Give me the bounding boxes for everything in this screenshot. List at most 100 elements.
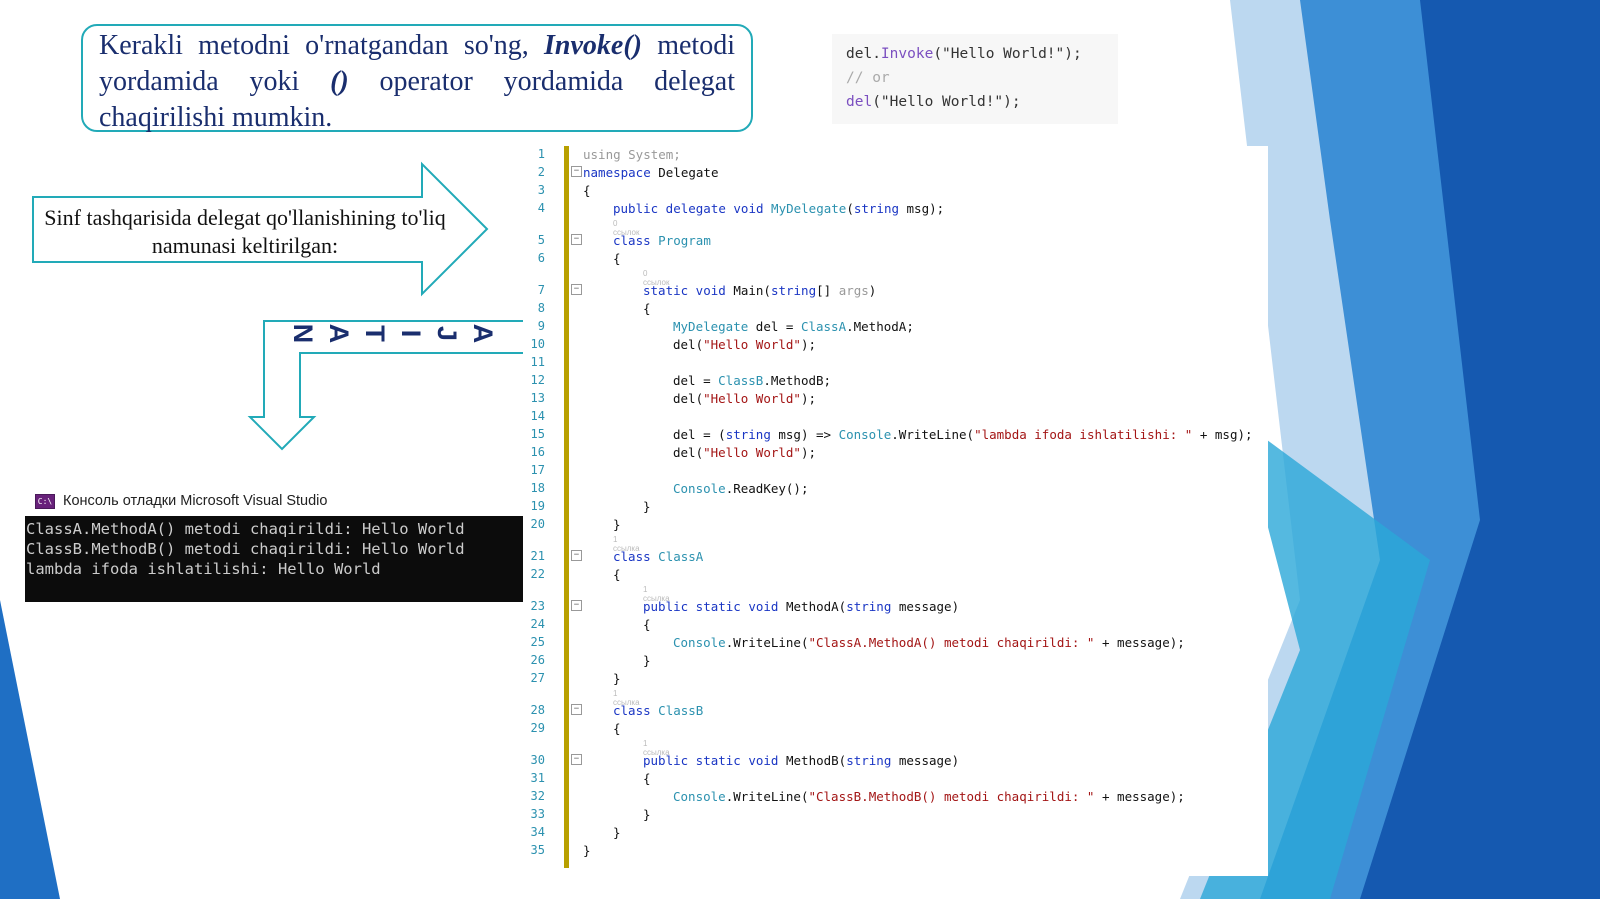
callout-text-1: Kerakli metodni o'rnatgandan so'ng,: [99, 30, 545, 61]
line-number: 15: [530, 427, 545, 441]
identifier: del(: [673, 445, 704, 460]
line-number: 35: [530, 843, 545, 857]
console-titlebar[interactable]: C:\ Консоль отладки Microsoft Visual Stu…: [25, 486, 525, 516]
line-number: 6: [537, 251, 545, 265]
identifier: .MethodB;: [763, 373, 832, 388]
fold-toggle-icon[interactable]: −: [571, 704, 582, 715]
callout-invoke: Invoke(): [544, 30, 642, 61]
type-name: ClassA: [650, 549, 704, 564]
snippet-del: del: [846, 94, 873, 110]
line-number: 23: [530, 599, 545, 613]
code-line-28: class ClassB: [613, 703, 703, 718]
identifier: del = (: [673, 427, 726, 442]
keyword: namespace: [583, 165, 651, 180]
callout-text-3: operator yordamida delegat chaqirilishi …: [99, 66, 735, 133]
references-hint[interactable]: 1 ссылка: [643, 739, 670, 757]
line-number: 7: [537, 283, 545, 297]
line-number: 21: [530, 549, 545, 563]
code-line-27: }: [613, 671, 621, 686]
identifier: .ReadKey();: [725, 481, 809, 496]
right-deco-shape-dark: [1360, 0, 1600, 899]
console-icon: C:\: [35, 493, 55, 509]
line-number: 2: [537, 165, 545, 179]
line-number: 12: [530, 373, 545, 387]
callout-operator: (): [330, 66, 349, 97]
code-line-19: }: [643, 499, 651, 514]
type-name: Console: [673, 635, 726, 650]
identifier: + msg);: [1192, 427, 1253, 442]
identifier: MethodA(: [778, 599, 847, 614]
identifier: message): [891, 753, 960, 768]
type-name: Console: [673, 481, 726, 496]
identifier: del =: [748, 319, 801, 334]
bent-down-arrow-shape: [247, 320, 526, 451]
keyword: public delegate void: [613, 201, 764, 216]
code-line-9: MyDelegate del = ClassA.MethodA;: [673, 319, 914, 334]
code-line-23: public static void MethodA(string messag…: [643, 599, 959, 614]
console-output[interactable]: ClassA.MethodA() metodi chaqirildi: Hell…: [25, 516, 525, 602]
references-hint[interactable]: 0 ссылок: [643, 269, 670, 287]
line-number: 24: [530, 617, 545, 631]
references-hint[interactable]: 1 ссылка: [613, 689, 640, 707]
fold-toggle-icon[interactable]: −: [571, 284, 582, 295]
snippet-line-2: // or: [846, 70, 890, 86]
keyword: static void: [643, 283, 726, 298]
code-line-30: public static void MethodB(string messag…: [643, 753, 959, 768]
line-number: 9: [537, 319, 545, 333]
identifier: args: [838, 283, 869, 298]
references-hint[interactable]: 0 ссылок: [613, 219, 640, 237]
identifier: del(: [673, 337, 704, 352]
line-number: 1: [537, 147, 545, 161]
line-number: 28: [530, 703, 545, 717]
snippet-line-3: del("Hello World!");: [846, 90, 1118, 114]
punct: );: [800, 391, 817, 406]
identifier: .MethodA;: [846, 319, 914, 334]
string-literal: "ClassA.MethodA() metodi chaqirildi: ": [808, 635, 1095, 650]
code-line-4: public delegate void MyDelegate(string m…: [613, 201, 944, 216]
fold-toggle-icon[interactable]: −: [571, 550, 582, 561]
line-number: 29: [530, 721, 545, 735]
code-line-6: {: [613, 251, 621, 266]
code-line-33: }: [643, 807, 651, 822]
string-literal: "lambda ifoda ishlatilishi: ": [974, 427, 1193, 442]
type-name: Console: [838, 427, 892, 442]
fold-toggle-icon[interactable]: −: [571, 234, 582, 245]
type-name: ClassB: [650, 703, 704, 718]
code-line-16: del("Hello World");: [673, 445, 816, 460]
code-editor[interactable]: 1 2 3 4 5 6 7 8 9 10 11 12 13 14 15 16 1…: [523, 146, 1268, 876]
code-line-21: class ClassA: [613, 549, 703, 564]
identifier: .WriteLine(: [725, 635, 809, 650]
natija-letter: I: [396, 329, 426, 338]
code-line-13: del("Hello World");: [673, 391, 816, 406]
type-name: Program: [650, 233, 711, 248]
natija-letter: N: [288, 323, 318, 344]
code-line-15: del = (string msg) => Console.WriteLine(…: [673, 427, 1253, 442]
type-name: MyDelegate: [763, 201, 847, 216]
punct: []: [816, 283, 839, 298]
fold-toggle-icon[interactable]: −: [571, 166, 582, 177]
references-hint[interactable]: 1 ссылка: [613, 535, 640, 553]
code-line-5: class Program: [613, 233, 711, 248]
line-number: 25: [530, 635, 545, 649]
line-number: 14: [530, 409, 545, 423]
line-number: 10: [530, 337, 545, 351]
code-line-32: Console.WriteLine("ClassB.MethodB() meto…: [673, 789, 1185, 804]
code-line-3: {: [583, 183, 591, 198]
keyword: public static void: [643, 753, 779, 768]
identifier: MethodB(: [778, 753, 847, 768]
identifier: del =: [673, 373, 719, 388]
line-number: 26: [530, 653, 545, 667]
string-literal: "ClassB.MethodB() metodi chaqirildi: ": [808, 789, 1095, 804]
callout-text-2: metodi yordamida yoki: [99, 30, 735, 97]
fold-toggle-icon[interactable]: −: [571, 600, 582, 611]
keyword: string: [725, 427, 771, 442]
punct: (: [846, 201, 854, 216]
fold-toggle-icon[interactable]: −: [571, 754, 582, 765]
keyword: class: [613, 549, 651, 564]
references-hint[interactable]: 1 ссылка: [643, 585, 670, 603]
code-line-8: {: [643, 301, 651, 316]
code-line-29: {: [613, 721, 621, 736]
string-literal: "Hello World": [703, 391, 801, 406]
keyword: string: [846, 599, 892, 614]
identifier: .WriteLine(: [891, 427, 975, 442]
